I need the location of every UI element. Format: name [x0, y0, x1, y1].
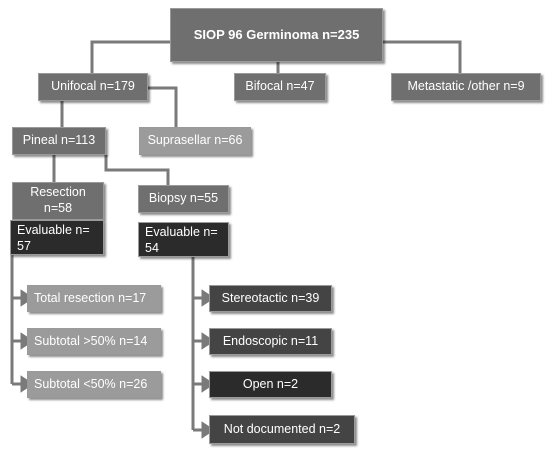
node-not-documented: Not documented n=2 [209, 415, 355, 444]
node-root: SIOP 96 Germinoma n=235 [170, 8, 383, 62]
connector-root-unifocal [90, 40, 170, 73]
node-stereotactic: Stereotactic n=39 [209, 285, 332, 312]
node-evaluable-biopsy: Evaluable n= 54 [138, 222, 229, 257]
node-suprasellar: Suprasellar n=66 [139, 127, 251, 155]
connector-pineal-biopsy [104, 155, 170, 185]
node-subtotal-gt50: Subtotal >50% n=14 [27, 328, 161, 355]
connector-root-metastatic [383, 40, 462, 73]
node-biopsy: Biopsy n=55 [138, 185, 229, 213]
node-pineal: Pineal n=113 [12, 127, 106, 155]
node-total-resection: Total resection n=17 [27, 285, 161, 312]
node-evaluable-resection: Evaluable n= 57 [10, 220, 104, 255]
node-unifocal: Unifocal n=179 [38, 73, 148, 101]
connector-unifocal-suprasellar [148, 86, 178, 127]
node-metastatic: Metastatic /other n=9 [391, 73, 541, 101]
node-endoscopic: Endoscopic n=11 [209, 328, 332, 355]
node-open: Open n=2 [209, 371, 332, 398]
node-subtotal-lt50: Subtotal <50% n=26 [27, 371, 161, 398]
node-bifocal: Bifocal n=47 [234, 73, 326, 101]
node-resection: Resection n=58 [12, 182, 104, 220]
